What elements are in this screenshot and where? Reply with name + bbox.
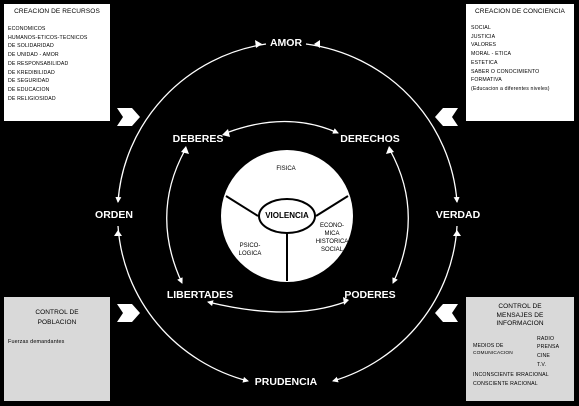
label-libertades: LIBERTADES bbox=[166, 289, 234, 301]
label-deberes: DEBERES bbox=[172, 133, 224, 145]
media-item: CINE bbox=[537, 352, 550, 359]
list-item: (Educacion a diferentes niveles) bbox=[471, 85, 550, 92]
list-item: DE RELIGIOSIDAD bbox=[8, 95, 56, 102]
inner-ring-arc-left bbox=[166, 149, 186, 284]
chevron-arrow-top-left bbox=[117, 108, 140, 126]
outer-ring-arc-bottom-right bbox=[332, 225, 458, 383]
segment-right-line-3: HISTORICA bbox=[315, 239, 349, 245]
inner-arrowhead-left-top bbox=[181, 146, 189, 154]
box-creacion-conciencia: CREACION DE CONCIENCIA SOCIAL JUSTICIA V… bbox=[466, 4, 574, 121]
box-title: CREACION DE RECURSOS bbox=[14, 8, 100, 15]
inner-ring-arc-bottom bbox=[207, 300, 346, 313]
list-item: DE EDUCACION bbox=[8, 86, 50, 93]
list-item: ECONOMICOS bbox=[8, 26, 46, 32]
outer-ring-arc-top-right bbox=[305, 43, 460, 203]
list-item: MORAL - ETICA bbox=[471, 51, 512, 58]
outer-arrowhead-top-right bbox=[314, 40, 320, 48]
list-item: HUMANOS-ETICOS-TECNICOS bbox=[8, 34, 88, 41]
inner-ring-arc-right bbox=[389, 149, 409, 284]
outer-arrowhead-right-bottom bbox=[453, 230, 461, 236]
footer-line-2: CONSCIENTE RACIONAL bbox=[473, 381, 538, 388]
chevron-arrow-top-right bbox=[435, 108, 458, 126]
segment-label-fisica: FISICA bbox=[276, 166, 296, 172]
list-item: DE SOLIDARIDAD bbox=[8, 43, 54, 50]
violence-core bbox=[258, 198, 316, 234]
list-item: DE SEGURIDAD bbox=[8, 78, 50, 85]
footer-line-1: INCONSCIENTE IRRACIONAL bbox=[473, 372, 549, 379]
media-row: MEDIOS DE COMUNICACION RADIO PRENSA CINE… bbox=[473, 335, 574, 370]
outer-arrowhead-top-left bbox=[255, 40, 262, 48]
chevron-arrow-bottom-right bbox=[435, 304, 458, 322]
box-item: Fuerzas demandantes bbox=[8, 339, 65, 345]
box-title-line-3: INFORMACION bbox=[496, 320, 544, 327]
media-label-line-2: COMUNICACION bbox=[473, 350, 513, 356]
segment-divider-left bbox=[225, 195, 259, 217]
inner-arrowhead-bottom-right bbox=[343, 297, 349, 305]
outer-arrowhead-left-bottom bbox=[114, 230, 122, 236]
box-title-line-1: CONTROL DE bbox=[498, 303, 542, 310]
list-item: DE UNIDAD - AMOR bbox=[8, 52, 59, 59]
box-control-mensajes: CONTROL DE MENSAJES DE INFORMACION MEDIO… bbox=[466, 297, 574, 401]
label-derechos: DERECHOS bbox=[340, 133, 400, 145]
box-title-line-2: MENSAJES DE bbox=[496, 311, 544, 319]
list-item: DE KREDIBILIDAD bbox=[8, 69, 55, 76]
chevron-arrow-bottom-left bbox=[117, 304, 140, 322]
box-title-line-1: CONTROL DE bbox=[35, 309, 79, 316]
label-verdad: VERDAD bbox=[435, 209, 481, 221]
list-item: DE RESPONSABILIDAD bbox=[8, 60, 69, 67]
segment-left-line-2: LOGICA bbox=[238, 251, 262, 257]
media-label-line-1: MEDIOS DE bbox=[473, 342, 504, 349]
list-item: SABER O CONOCIMIENTO bbox=[471, 68, 540, 75]
segment-right-line-4: SOCIAL bbox=[320, 247, 343, 253]
list-item: FORMATIVA bbox=[471, 77, 502, 84]
box-title: CREACION DE CONCIENCIA bbox=[475, 8, 565, 15]
media-item: T.V. bbox=[537, 361, 547, 368]
box-title-line-2: POBLACION bbox=[37, 319, 77, 326]
list-item: VALORES bbox=[471, 42, 497, 49]
segment-left-line-1: PSICO- bbox=[239, 243, 261, 249]
media-item: RADIO bbox=[537, 335, 555, 342]
label-orden: ORDEN bbox=[95, 209, 133, 221]
outer-ring-arc-bottom-left bbox=[117, 225, 249, 383]
box-control-poblacion: CONTROL DE POBLACION Fuerzas demandantes bbox=[4, 297, 110, 401]
center-label-violencia: VIOLENCIA bbox=[265, 211, 309, 220]
label-amor: AMOR bbox=[269, 37, 303, 49]
segment-right-line-2: MICA bbox=[324, 231, 340, 237]
list-item: JUSTICIA bbox=[471, 33, 496, 40]
list-item: SOCIAL bbox=[471, 25, 491, 31]
segment-right-line-1: ECONO- bbox=[320, 223, 344, 229]
inner-arrowhead-right-top bbox=[386, 146, 394, 154]
label-prudencia: PRUDENCIA bbox=[254, 376, 318, 388]
media-items: RADIO PRENSA CINE T.V. bbox=[537, 335, 559, 370]
segment-divider-right bbox=[315, 195, 349, 217]
inner-ring-arc-top bbox=[225, 120, 339, 134]
box-creacion-recursos: CREACION DE RECURSOS ECONOMICOS HUMANOS-… bbox=[4, 4, 110, 121]
list-item: ESTETICA bbox=[471, 59, 498, 66]
segment-label-economica: ECONO- MICA HISTORICA SOCIAL bbox=[316, 222, 349, 254]
label-poderes: PODERES bbox=[344, 289, 396, 301]
inner-arrowhead-top-left bbox=[222, 129, 230, 137]
outer-ring-arc-top-left bbox=[115, 43, 267, 203]
segment-label-psicologica: PSICO- LOGICA bbox=[239, 242, 262, 258]
media-item: PRENSA bbox=[537, 344, 560, 351]
media-label: MEDIOS DE COMUNICACION bbox=[473, 335, 537, 370]
